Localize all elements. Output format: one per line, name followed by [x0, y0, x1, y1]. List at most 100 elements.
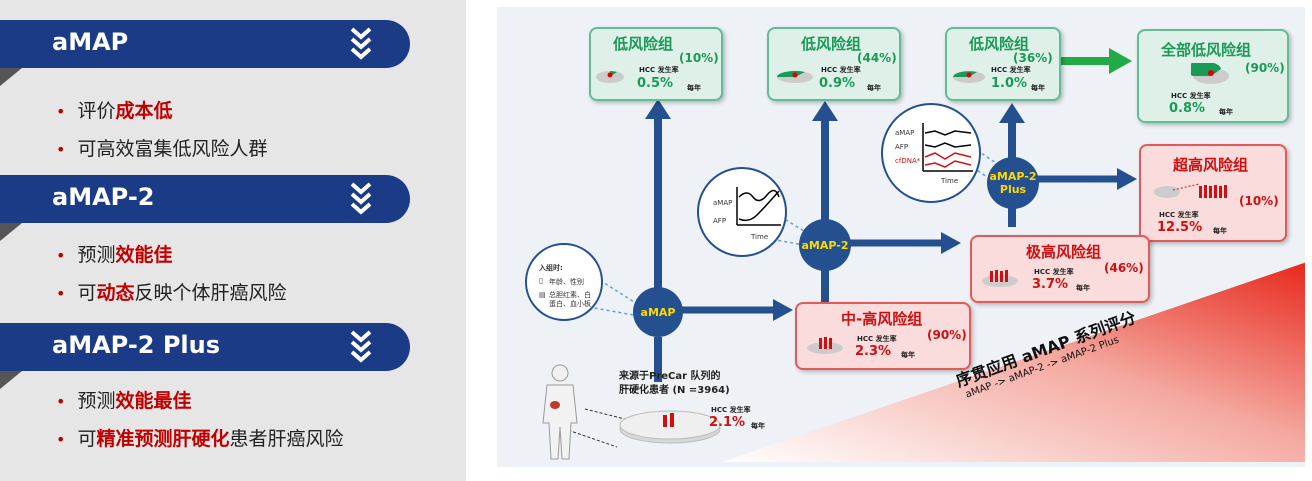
hcc-rate: 0.9% [819, 76, 856, 91]
hcc-label: HCC 发生率 [821, 66, 861, 74]
people-icon [982, 270, 1018, 287]
box-title: 超高风险组 [1173, 156, 1249, 174]
inclusion-item: 年龄、性别 [549, 278, 584, 286]
per-year: 每年 [1219, 108, 1233, 116]
section-banner-amap: aMAP [0, 20, 410, 68]
cohort-label: 肝硬化患者 (N =3964) [619, 385, 730, 396]
hcc-rate: 2.1% [709, 415, 746, 430]
amap2-node: aMAP-2 [799, 219, 851, 271]
banner-fold [0, 223, 22, 241]
inclusion-title: 入组时: [539, 264, 563, 272]
chevron-down-icon [350, 27, 372, 60]
box-title: 低风险组 [613, 35, 674, 53]
bullet-highlight: 精准预测肝硬化 [96, 428, 230, 450]
hcc-label: HCC 发生率 [991, 66, 1031, 74]
bullet-text: 评价 [77, 100, 116, 122]
hcc-rate: 2.3% [855, 344, 892, 359]
box-percent: (46%) [1104, 261, 1144, 275]
hcc-rate: 0.5% [637, 76, 674, 91]
chevron-down-icon [350, 330, 372, 363]
hcc-rate: 1.0% [991, 76, 1028, 91]
per-year: 每年 [1031, 84, 1045, 92]
hcc-rate: 12.5% [1157, 220, 1203, 235]
box-title: 极高风险组 [1026, 243, 1102, 261]
diagram-connectors [558, 48, 1305, 462]
box-title: 低风险组 [969, 35, 1030, 53]
all-low-risk-box: 全部低风险组 (90%) HCC 发生率 0.8% 每年 [1137, 29, 1289, 123]
time-label: Time [941, 177, 959, 185]
bullet-item: •可动态反映个体肝癌风险 [56, 282, 287, 304]
amap2plus-curve-circle: aMAP AFP cfDNA* Time [881, 103, 981, 203]
section-title: aMAP-2 Plus [52, 331, 221, 359]
hcc-label: HCC 发生率 [1171, 92, 1211, 100]
time-label: Time [751, 233, 769, 241]
bullet-text: 可高效富集低风险人群 [77, 138, 268, 160]
hcc-label: HCC 发生率 [857, 335, 897, 343]
inclusion-circle: 入组时: ▯ 年龄、性别 ▤ 总胆红素、白蛋白、血小板 [525, 243, 603, 321]
bullet-item: •评价成本低 [56, 100, 173, 122]
bullet-item: •可高效富集低风险人群 [56, 138, 268, 160]
low-risk-box-2: 低风险组 (44%) HCC 发生率 0.9% 每年 [767, 27, 901, 101]
diagram-panel: 低风险组 (10%) HCC 发生率 0.5% 每年 低风险组 (44%) HC… [490, 0, 1312, 481]
bullet-text: 预测 [77, 244, 116, 266]
box-percent: (36%) [1013, 51, 1053, 65]
pie-icon [596, 71, 624, 83]
document-icon: ▯ [539, 277, 543, 285]
low-risk-box-3: 低风险组 (36%) HCC 发生率 1.0% 每年 [945, 27, 1061, 101]
human-figure-icon [542, 364, 578, 460]
people-icon [807, 337, 843, 354]
node-label: Plus [999, 183, 1027, 196]
bullet-item: •可精准预测肝硬化患者肝癌风险 [56, 428, 344, 450]
hcc-rate: 0.8% [1169, 101, 1206, 116]
amap2plus-node: aMAP-2 Plus [987, 157, 1039, 209]
section-title: aMAP-2 [52, 183, 155, 211]
people-icon [1154, 183, 1227, 198]
bullet-text: 可 [77, 428, 97, 450]
curve-label: AFP [713, 217, 727, 225]
hcc-label: HCC 发生率 [1034, 268, 1074, 276]
box-percent: (10%) [1239, 194, 1279, 208]
box-percent: (44%) [857, 51, 897, 65]
curve-label: aMAP [895, 129, 915, 137]
box-percent: (90%) [1245, 61, 1285, 75]
per-year: 每年 [1076, 284, 1090, 292]
bullet-text: 可 [77, 282, 97, 304]
left-panel: aMAP •评价成本低 •可高效富集低风险人群 aMAP-2 •预测效能佳 •可… [0, 0, 466, 481]
super-high-risk-box: 超高风险组 (10%) HCC 发生率 12.5% 每年 [1139, 144, 1287, 242]
curve-label: cfDNA* [895, 157, 921, 165]
section-title: aMAP [52, 28, 129, 56]
banner-fold [0, 371, 22, 389]
pie-icon [1191, 63, 1229, 84]
bullet-highlight: 动态 [96, 282, 135, 304]
amap-node: aMAP [633, 287, 683, 337]
cohort-label: 来源于PreCar 队列的 [619, 371, 721, 382]
box-title: 中-高风险组 [841, 310, 923, 328]
low-risk-box-1: 低风险组 (10%) HCC 发生率 0.5% 每年 [589, 27, 723, 101]
lab-icon: ▤ [539, 291, 546, 299]
arrow-right-icon [1109, 48, 1132, 74]
inclusion-item: 总胆红素、白蛋白、血小板 [549, 291, 591, 308]
per-year: 每年 [751, 422, 765, 430]
hcc-rate: 3.7% [1032, 277, 1069, 292]
per-year: 每年 [901, 351, 915, 359]
chevron-down-icon [350, 182, 372, 215]
node-label: aMAP-2 [989, 170, 1037, 183]
hcc-label: HCC 发生率 [639, 66, 679, 74]
bullet-text: 反映个体肝癌风险 [134, 282, 287, 304]
very-high-risk-box: 极高风险组 (46%) HCC 发生率 3.7% 每年 [970, 235, 1150, 303]
amap2-curve-circle: aMAP AFP Time [697, 167, 787, 257]
pie-icon [776, 70, 813, 83]
cohort-disc [619, 410, 721, 444]
per-year: 每年 [687, 84, 701, 92]
pie-icon [953, 71, 985, 83]
mid-high-risk-box: 中-高风险组 (90%) HCC 发生率 2.3% 每年 [795, 302, 971, 370]
trend-curve [922, 123, 973, 172]
box-title: 低风险组 [801, 35, 862, 53]
bullet-highlight: 成本低 [115, 100, 173, 122]
per-year: 每年 [1213, 227, 1227, 235]
curve-label: AFP [895, 143, 909, 151]
trend-curve [736, 187, 781, 226]
bullet-text: 预测 [77, 390, 116, 412]
section-banner-amap2: aMAP-2 [0, 175, 410, 223]
section-banner-amap2plus: aMAP-2 Plus [0, 323, 410, 371]
